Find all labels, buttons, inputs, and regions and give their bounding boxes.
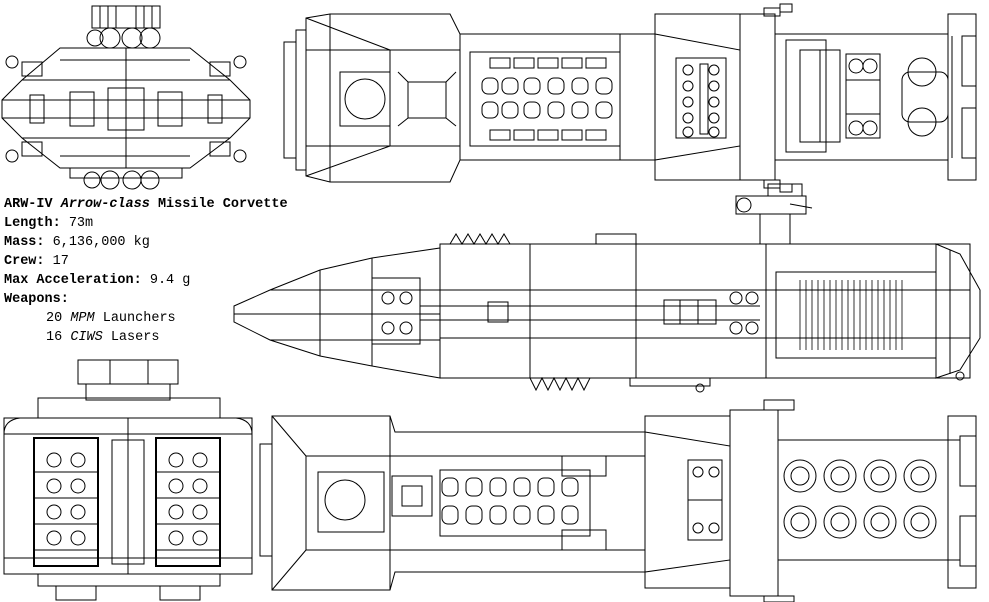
ship-code: ARW-IV bbox=[4, 197, 53, 212]
rear-view bbox=[4, 360, 252, 600]
spec-label: Crew: bbox=[4, 254, 45, 269]
weapon-count: 20 bbox=[46, 311, 63, 326]
spec-crew: Crew: 17 bbox=[4, 252, 288, 271]
spec-value: 6,136,000 kg bbox=[52, 235, 150, 250]
spec-value: 9.4 g bbox=[149, 273, 191, 288]
top-view bbox=[284, 4, 976, 192]
spec-length: Length: 73m bbox=[4, 214, 288, 233]
weapon-kind: Lasers bbox=[110, 330, 160, 345]
spec-value: 17 bbox=[52, 254, 69, 269]
ship-type: Missile Corvette bbox=[157, 197, 288, 212]
bottom-view bbox=[260, 400, 976, 602]
front-view bbox=[2, 6, 250, 189]
spec-label: Mass: bbox=[4, 235, 45, 250]
spec-sheet: ARW-IV Arrow-class Missile Corvette Leng… bbox=[4, 195, 288, 347]
weapons-label: Weapons: bbox=[4, 292, 69, 307]
weapons-heading: Weapons: bbox=[4, 290, 288, 309]
side-view bbox=[234, 184, 980, 392]
spec-label: Length: bbox=[4, 216, 61, 231]
weapon-item: 20 MPM Launchers bbox=[4, 309, 288, 328]
weapon-name: MPM bbox=[70, 311, 95, 326]
ship-class: Arrow-class bbox=[60, 197, 150, 212]
weapon-count: 16 bbox=[46, 330, 63, 345]
weapon-name: CIWS bbox=[70, 330, 103, 345]
spec-mass: Mass: 6,136,000 kg bbox=[4, 233, 288, 252]
spec-label: Max Acceleration: bbox=[4, 273, 142, 288]
weapon-kind: Launchers bbox=[102, 311, 176, 326]
weapon-item: 16 CIWS Lasers bbox=[4, 328, 288, 347]
spec-acceleration: Max Acceleration: 9.4 g bbox=[4, 271, 288, 290]
ship-designation: ARW-IV Arrow-class Missile Corvette bbox=[4, 195, 288, 214]
spec-value: 73m bbox=[68, 216, 94, 231]
